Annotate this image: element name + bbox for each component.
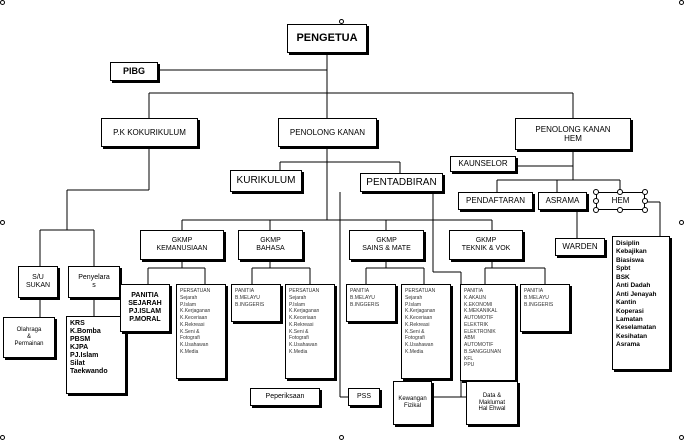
sukan-list-box[interactable]: Olahraga & Permainan (3, 317, 55, 358)
asrama-box[interactable]: ASRAMA (538, 192, 587, 210)
pengetua-box[interactable]: PENGETUA (287, 24, 367, 53)
pss-box[interactable]: PSS (348, 388, 380, 406)
gkmp-teknik-vok-box[interactable]: GKMP TEKNIK & VOK (449, 230, 523, 260)
kemanusiaan-persatuan-text: PERSATUAN Sejarah P.Islam K.Kerjaganan K… (180, 288, 211, 355)
hem-handle-bm[interactable] (617, 207, 623, 213)
pibg-box[interactable]: PIBG (110, 62, 158, 81)
peperiksaan-box[interactable]: Peperiksaan (250, 388, 320, 406)
warden-box[interactable]: WARDEN (555, 238, 605, 256)
sains-persatuan-text: PERSATUAN Sejarah P.Islam K.Kerjaganan K… (405, 288, 436, 355)
teknik-panitia-box[interactable]: PANITIA B.MELAYU B.INGGERIS (520, 284, 570, 332)
hem-handle-tr[interactable] (642, 189, 648, 195)
gkmp-sains-mate-box[interactable]: GKMP SAINS & MATE (349, 230, 424, 260)
bahasa-persatuan-box[interactable]: PERSATUAN Sejarah P.Islam K.Kerjaganan K… (285, 284, 335, 379)
penolong-kanan-box[interactable]: PENOLONG KANAN (278, 118, 377, 147)
page-handle-mr[interactable] (679, 220, 684, 225)
hem-handle-bl[interactable] (593, 207, 599, 213)
penyelaras-list-box[interactable]: KRS K.Bomba PBSM KJPA PJ.Islam Silat Tae… (66, 316, 126, 394)
page-handle-ml[interactable] (0, 220, 5, 225)
hem-handle-br[interactable] (642, 207, 648, 213)
hem-list-box[interactable]: Disiplin Kebajikan Biasiswa Spbt BSK Ant… (612, 236, 670, 370)
penolong-kanan-hem-box[interactable]: PENOLONG KANAN HEM (515, 118, 631, 150)
gkmp-kemanusiaan-box[interactable]: GKMP KEMANUSIAAN (140, 230, 224, 260)
bahasa-persatuan-text: PERSATUAN Sejarah P.Islam K.Kerjaganan K… (289, 288, 320, 355)
hem-handle-mr[interactable] (642, 198, 648, 204)
bahasa-panitia-box[interactable]: PANITIA B.MELAYU B.INGGERIS (231, 284, 281, 322)
page-handle-tl[interactable] (0, 0, 5, 5)
sains-persatuan-box[interactable]: PERSATUAN Sejarah P.Islam K.Kerjaganan K… (401, 284, 451, 379)
kemanusiaan-panitia-box[interactable]: PANITIA SEJARAH PJ.ISLAM P.MORAL (120, 284, 170, 332)
pk-kokurikulum-box[interactable]: P.K KOKURIKULUM (101, 118, 198, 147)
hem-handle-tm[interactable] (617, 189, 623, 195)
gkmp-bahasa-box[interactable]: GKMP BAHASA (238, 230, 303, 260)
penyelaras-box[interactable]: Penyelara s (68, 266, 120, 298)
page-handle-bl[interactable] (0, 435, 5, 440)
kewangan-fizikal-box[interactable]: Kewangan Fizikal (393, 381, 432, 425)
page-handle-tr[interactable] (679, 0, 684, 5)
teknik-panitia-text: PANITIA B.MELAYU B.INGGERIS (524, 288, 554, 308)
penyelaras-list-text: KRS K.Bomba PBSM KJPA PJ.Islam Silat Tae… (70, 320, 108, 376)
sains-panitia-box[interactable]: PANITIA B.MELAYU B.INGGERIS (346, 284, 396, 322)
sains-panitia-text: PANITIA B.MELAYU B.INGGERIS (350, 288, 380, 308)
teknik-list-text: PANITIA K.AKAUN K.EKONOMI K.MEKANIKAL AU… (464, 288, 501, 369)
hem-list-text: Disiplin Kebajikan Biasiswa Spbt BSK Ant… (616, 240, 657, 349)
hem-handle-tl[interactable] (593, 189, 599, 195)
su-sukan-box[interactable]: S/U SUKAN (18, 266, 58, 298)
pentadbiran-box[interactable]: PENTADBIRAN (360, 173, 443, 192)
bahasa-panitia-text: PANITIA B.MELAYU B.INGGERIS (235, 288, 265, 308)
pendaftaran-box[interactable]: PENDAFTARAN (458, 192, 533, 210)
page-handle-tm[interactable] (339, 19, 344, 24)
data-maklumat-box[interactable]: Data & Maklumat Hal Ehwal (466, 381, 518, 425)
teknik-list-box[interactable]: PANITIA K.AKAUN K.EKONOMI K.MEKANIKAL AU… (460, 284, 516, 381)
kaunselor-box[interactable]: KAUNSELOR (450, 156, 516, 172)
page-handle-bm[interactable] (339, 435, 344, 440)
page-handle-br[interactable] (679, 435, 684, 440)
hem-handle-ml[interactable] (593, 198, 599, 204)
kemanusiaan-persatuan-box[interactable]: PERSATUAN Sejarah P.Islam K.Kerjaganan K… (176, 284, 226, 379)
kurikulum-box[interactable]: KURIKULUM (230, 170, 302, 192)
